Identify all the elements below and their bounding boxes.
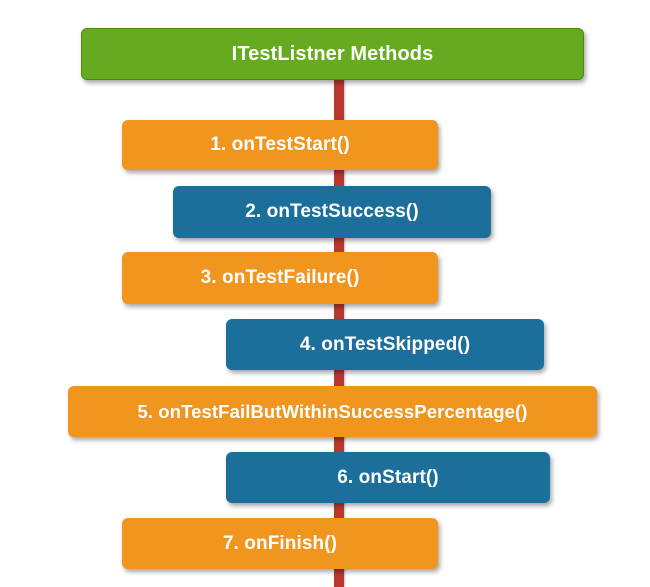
diagram-title: ITestListner Methods (81, 28, 584, 80)
method-on-test-failure: 3. onTestFailure() (122, 252, 438, 304)
method-on-test-start: 1. onTestStart() (122, 120, 438, 170)
method-on-test-fail-but-within-success-percentage: 5. onTestFailButWithinSuccessPercentage(… (68, 386, 597, 437)
method-on-test-skipped: 4. onTestSkipped() (226, 319, 544, 370)
method-on-test-success: 2. onTestSuccess() (173, 186, 491, 238)
method-on-finish: 7. onFinish() (122, 518, 438, 569)
method-on-start: 6. onStart() (226, 452, 550, 503)
